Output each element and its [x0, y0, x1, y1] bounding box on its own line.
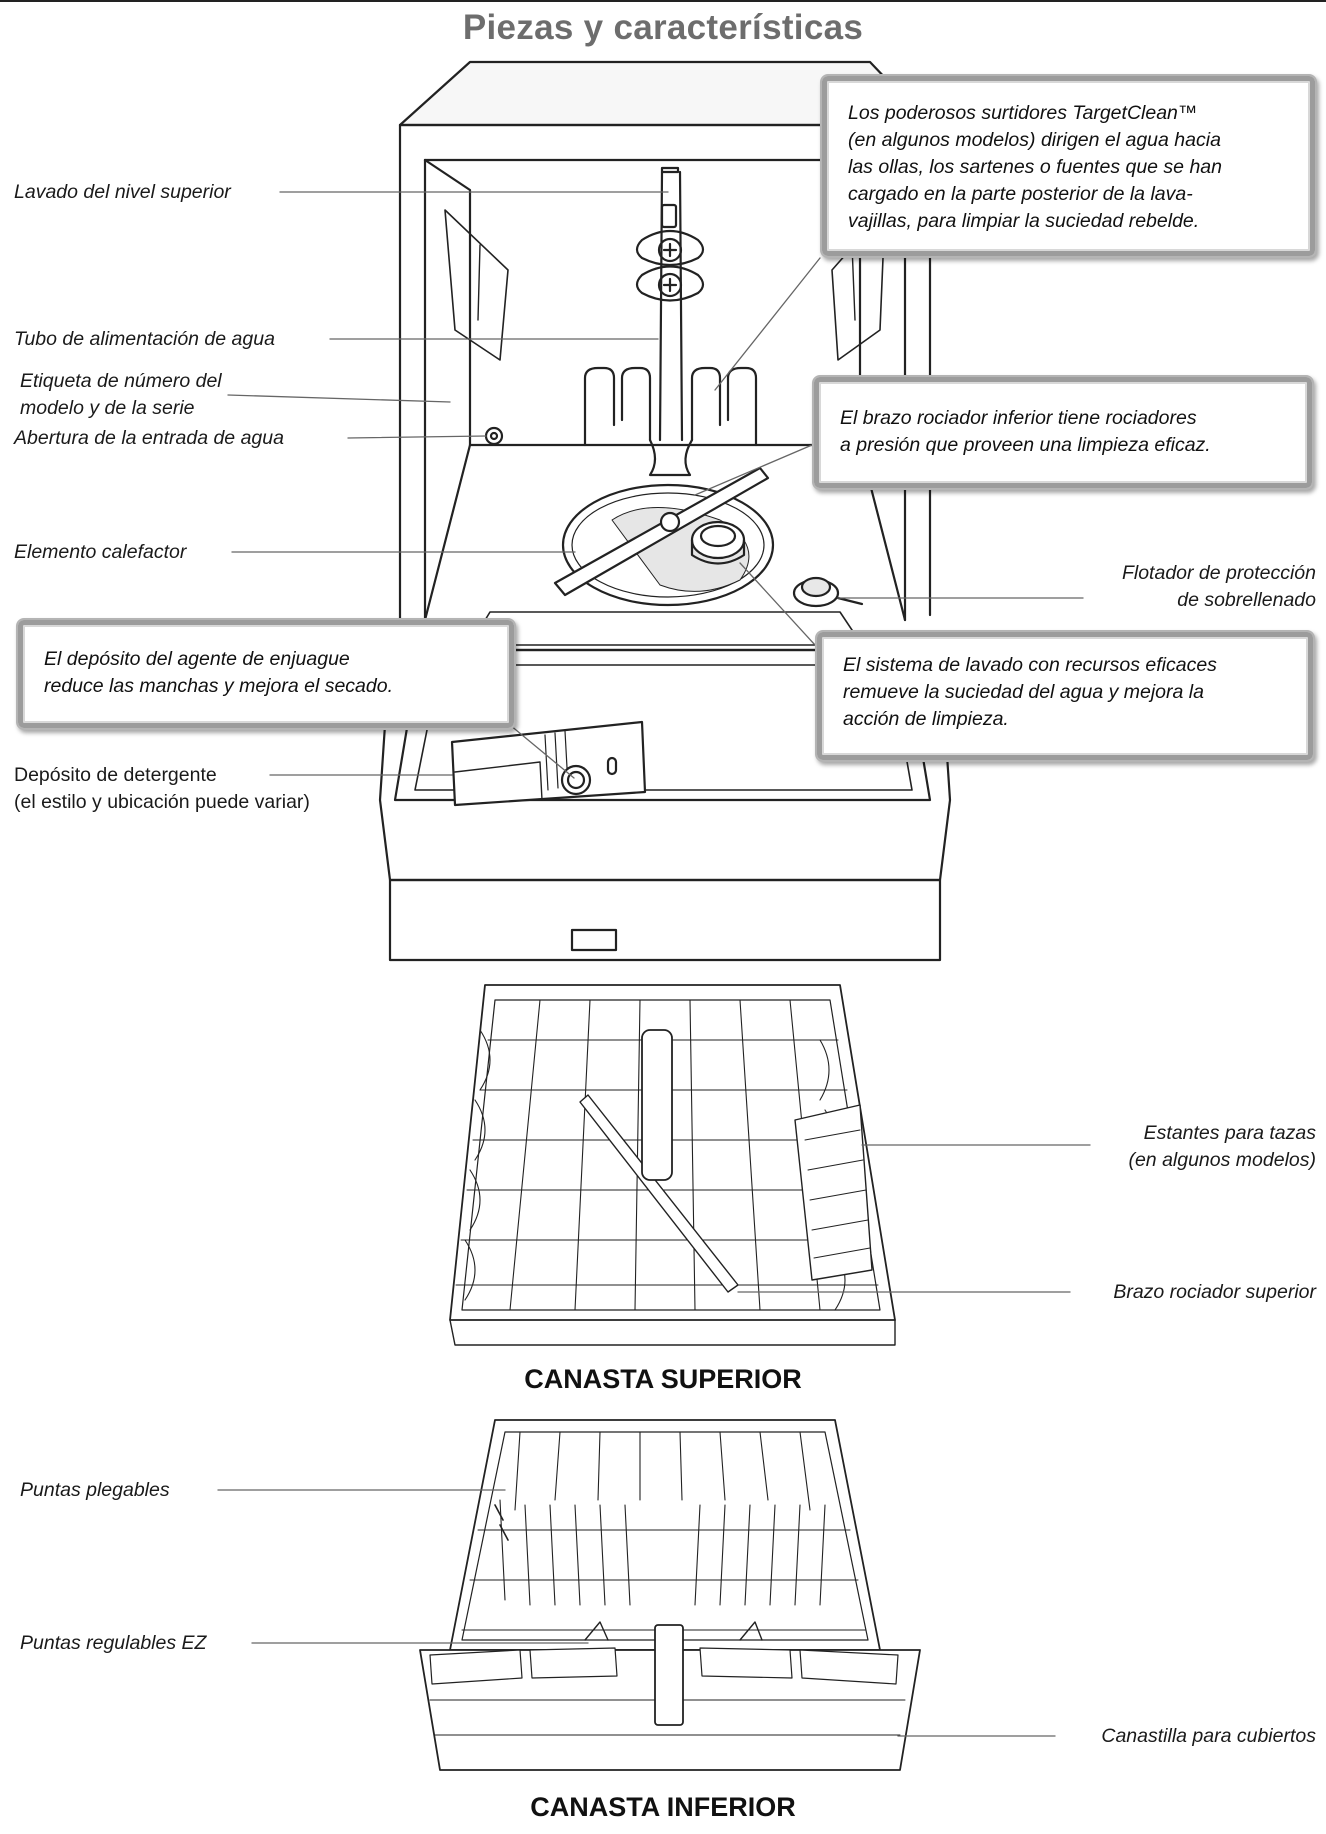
- callout-targetclean: Los poderosos surtidores TargetClean™ (e…: [820, 74, 1317, 258]
- section-upper-rack: CANASTA SUPERIOR: [524, 1364, 802, 1394]
- label-fold-down-tines: Puntas plegables: [20, 1479, 170, 1501]
- lower-rack-drawing: [419, 1419, 921, 1771]
- label-detergent-line2: (el estilo y ubicación puede variar): [14, 791, 310, 813]
- label-water-supply-tube: Tubo de alimentación de agua: [14, 328, 275, 350]
- label-overfill-float: Flotador de protección de sobrellenado: [1122, 560, 1316, 614]
- label-detergent-line1: Depósito de detergente: [14, 764, 217, 786]
- overfill-float: [792, 576, 864, 608]
- label-ez-adjust-tines: Puntas regulables EZ: [20, 1632, 207, 1654]
- callout-targetclean-line5: vajillas, para limpiar la suciedad rebel…: [848, 210, 1200, 232]
- leader-lines: [217, 191, 1091, 1737]
- lower-spray-arm: [553, 466, 775, 607]
- label-model-serial-line2: modelo y de la serie: [20, 397, 195, 419]
- callout-targetclean-line3: las ollas, los sartenes o fuentes que se…: [848, 156, 1222, 178]
- callout-filtration-line1: El sistema de lavado con recursos eficac…: [843, 654, 1217, 676]
- label-overfill-line1: Flotador de protección: [1121, 562, 1316, 584]
- top-rule: [0, 0, 1326, 2]
- label-detergent-dispenser: Depósito de detergente (el estilo y ubic…: [14, 762, 310, 816]
- label-cup-shelves-line2: (en algunos modelos): [1128, 1149, 1316, 1171]
- callout-lower-spray-line1: El brazo rociador inferior tiene rociado…: [840, 407, 1197, 429]
- label-model-serial-line1: Etiqueta de número del: [20, 370, 222, 392]
- callout-lower-spray-line2: a presión que proveen una limpieza efica…: [840, 434, 1211, 456]
- callout-filtration-line3: acción de limpieza.: [843, 708, 1009, 730]
- label-upper-spray-arm: Brazo rociador superior: [1113, 1281, 1316, 1303]
- callout-targetclean-line1: Los poderosos surtidores TargetClean™: [848, 102, 1198, 124]
- water-supply-tube: [635, 166, 705, 442]
- callout-filtration-line2: remueve la suciedad del agua y mejora la: [843, 681, 1204, 703]
- callout-filtration: El sistema de lavado con recursos eficac…: [815, 630, 1315, 762]
- callout-lower-spray-arm: El brazo rociador inferior tiene rociado…: [812, 375, 1314, 490]
- targetclean-jets: [583, 366, 758, 477]
- label-water-inlet: Abertura de la entrada de agua: [14, 427, 284, 449]
- label-overfill-line2: de sobrellenado: [1177, 589, 1316, 611]
- label-top-wash: Lavado del nivel superior: [14, 181, 231, 203]
- label-model-serial: Etiqueta de número del modelo y de la se…: [20, 368, 222, 422]
- label-cup-shelves: Estantes para tazas (en algunos modelos): [1128, 1120, 1316, 1174]
- dishwasher-door: [378, 648, 952, 962]
- label-heating-element: Elemento calefactor: [14, 541, 187, 563]
- label-silverware-basket: Canastilla para cubiertos: [1101, 1725, 1316, 1747]
- callout-targetclean-line2: (en algunos modelos) dirigen el agua hac…: [848, 129, 1221, 151]
- page-title: Piezas y características: [462, 8, 864, 47]
- section-lower-rack: CANASTA INFERIOR: [530, 1792, 796, 1822]
- callout-rinse-aid: El depósito del agente de enjuague reduc…: [16, 618, 516, 730]
- callout-rinse-aid-line2: reduce las manchas y mejora el secado.: [44, 675, 394, 697]
- upper-rack-drawing: [449, 984, 896, 1346]
- callout-targetclean-line4: cargado en la parte posterior de la lava…: [848, 183, 1193, 205]
- callout-rinse-aid-line1: El depósito del agente de enjuague: [44, 648, 350, 670]
- label-cup-shelves-line1: Estantes para tazas: [1143, 1122, 1316, 1144]
